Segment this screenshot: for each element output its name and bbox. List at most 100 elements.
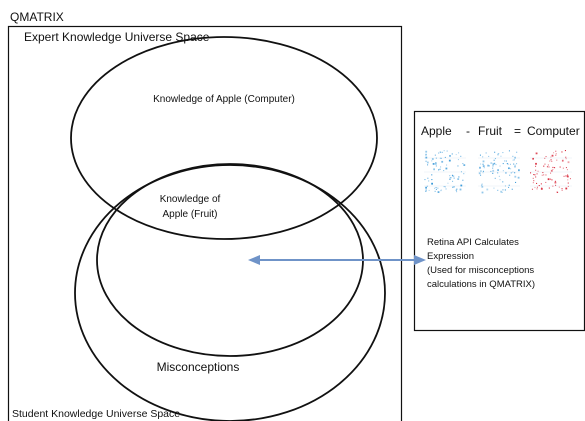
computer-fingerprint-dot xyxy=(541,174,543,176)
computer-fingerprint-dot xyxy=(534,174,536,176)
apple-fingerprint-dot xyxy=(434,187,436,189)
computer-fingerprint-dot xyxy=(544,157,546,159)
fruit-fingerprint-dot xyxy=(481,183,483,185)
fruit-fingerprint-dot xyxy=(497,189,499,191)
fruit-fingerprint-dot xyxy=(483,167,485,169)
equation-operator-equals: = xyxy=(514,124,522,138)
apple-fingerprint-dot xyxy=(462,163,464,165)
apple-fingerprint-dot xyxy=(448,159,451,162)
fruit-fingerprint-dot xyxy=(514,156,516,159)
fruit-fingerprint-dot xyxy=(494,162,496,164)
apple-fingerprint-dot xyxy=(425,150,428,153)
computer-fingerprint-dot xyxy=(546,166,548,168)
computer-fingerprint-dot xyxy=(537,170,539,172)
expert-space-box xyxy=(7,25,403,421)
computer-fingerprint-dot xyxy=(550,159,552,161)
computer-fingerprint-dot xyxy=(562,167,564,169)
apple-fingerprint-dot xyxy=(462,179,464,181)
computer-fingerprint-dot xyxy=(552,185,554,187)
fruit-fingerprint-dot xyxy=(482,163,484,165)
fruit-fingerprint-dot xyxy=(480,174,482,176)
fruit-fingerprint-dot xyxy=(517,176,520,179)
computer-fingerprint-dot xyxy=(552,166,554,168)
apple-fingerprint-dot xyxy=(460,171,462,173)
fruit-fingerprint-dot xyxy=(505,160,507,162)
fruit-fingerprint-dot xyxy=(488,155,490,157)
fruit-fingerprint-dot xyxy=(509,174,511,176)
computer-fingerprint-dot xyxy=(536,188,538,190)
computer-fingerprint-dot xyxy=(535,165,537,167)
fruit-fingerprint-dot xyxy=(514,165,516,168)
student-space-label: Student Knowledge Universe Space xyxy=(12,408,181,420)
computer-fingerprint-dot xyxy=(562,160,564,162)
apple-fingerprint-dot xyxy=(431,182,433,185)
fruit-fingerprint-dot xyxy=(507,163,509,165)
fruit-fingerprint-dot xyxy=(512,159,514,161)
link-arrow xyxy=(248,255,426,265)
computer-fingerprint-dot xyxy=(544,163,546,165)
computer-fingerprint-dot xyxy=(565,156,567,158)
fruit-fingerprint-dot xyxy=(514,175,517,178)
equation-term-apple: Apple xyxy=(421,124,452,138)
computer-fingerprint-dot xyxy=(565,167,567,169)
apple-fingerprint-dot xyxy=(434,162,437,165)
fruit-fingerprint-dot xyxy=(506,163,508,165)
computer-fingerprint-dot xyxy=(548,187,550,189)
apple-fingerprint-dot xyxy=(451,174,453,176)
apple-fingerprint-dot xyxy=(433,168,435,171)
equation-result-computer: Computer xyxy=(527,124,580,138)
apple-computer-ellipse xyxy=(70,36,378,240)
apple-fingerprint-dot xyxy=(439,168,441,170)
apple-fingerprint-dot xyxy=(434,154,436,156)
apple-fingerprint-dot xyxy=(434,190,436,192)
computer-fingerprint-dot xyxy=(543,165,545,167)
fruit-fingerprint-dot xyxy=(514,164,516,166)
computer-fingerprint-dot xyxy=(547,178,550,181)
computer-fingerprint-dot xyxy=(535,176,537,178)
computer-fingerprint-dot xyxy=(547,164,549,166)
computer-fingerprint-dot xyxy=(551,154,554,157)
fruit-fingerprint-dot xyxy=(479,166,481,169)
apple-fingerprint-dot xyxy=(428,180,430,182)
student-knowledge-ellipse xyxy=(74,164,386,421)
computer-fingerprint-dot xyxy=(535,152,538,155)
fruit-fingerprint-dot xyxy=(492,167,494,169)
fruit-fingerprint-dot xyxy=(516,163,518,165)
apple-fingerprint-dot xyxy=(425,186,427,189)
computer-fingerprint-icon xyxy=(530,150,572,193)
fruit-fingerprint-dot xyxy=(497,172,499,174)
fruit-fingerprint-dot xyxy=(478,172,481,175)
fruit-fingerprint-dot xyxy=(502,181,504,183)
side-panel-box xyxy=(413,110,585,332)
computer-fingerprint-dot xyxy=(553,152,555,154)
apple-fingerprint-dot xyxy=(446,150,448,152)
fruit-fingerprint-dot xyxy=(481,184,483,186)
apple-fingerprint-dot xyxy=(459,188,462,191)
fruit-fingerprint-dot xyxy=(482,160,485,163)
fruit-fingerprint-dot xyxy=(518,169,520,172)
apple-fingerprint-dot xyxy=(449,155,451,157)
apple-fingerprint-dot xyxy=(449,175,451,177)
apple-fingerprint-dot xyxy=(443,170,445,172)
fruit-fingerprint-dot xyxy=(508,184,510,186)
apple-fingerprint-dot xyxy=(425,189,427,191)
apple-fingerprint-dot xyxy=(438,169,440,171)
fruit-fingerprint-dot xyxy=(508,167,510,169)
computer-fingerprint-dot xyxy=(555,150,557,152)
computer-fingerprint-dot xyxy=(550,169,553,172)
fruit-fingerprint-dot xyxy=(494,177,496,179)
apple-fingerprint-dot xyxy=(460,155,462,157)
fruit-fingerprint-dot xyxy=(502,163,504,165)
apple-fingerprint-dot xyxy=(463,173,465,175)
apple-fingerprint-dot xyxy=(440,166,442,168)
expert-space-label: Expert Knowledge Universe Space xyxy=(24,30,210,44)
apple-fingerprint-dot xyxy=(451,153,453,155)
fruit-fingerprint-dot xyxy=(495,164,497,166)
fruit-fingerprint-dot xyxy=(497,169,499,171)
apple-fruit-label-line2: Apple (Fruit) xyxy=(162,209,218,220)
misconceptions-label: Misconceptions xyxy=(156,360,240,374)
apple-fingerprint-dot xyxy=(450,177,452,179)
computer-fingerprint-dot xyxy=(561,188,563,190)
fruit-fingerprint-dot xyxy=(490,162,493,164)
